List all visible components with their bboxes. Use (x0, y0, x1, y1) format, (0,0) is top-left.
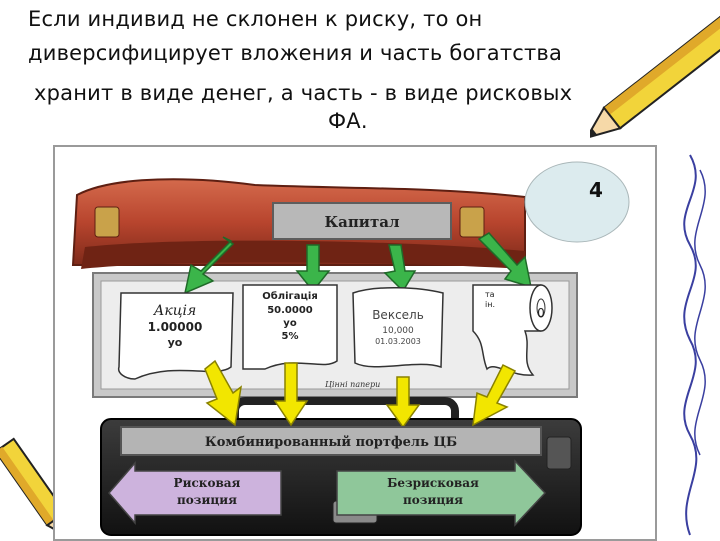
portfolio-label: Комбинированный портфель ЦБ (205, 435, 457, 450)
paper-roll: та ін. 0 (472, 284, 553, 376)
bill-title: Вексель (372, 308, 424, 322)
bond-document: Облігація 50.0000 уо 5% (242, 284, 338, 370)
yellow-arrow (472, 363, 517, 427)
bond-unit: уо (283, 318, 297, 329)
heading-line-3: хранит в виде денег, а часть - в виде ри… (34, 81, 573, 105)
riskless-label-2: позиция (403, 493, 463, 507)
heading-line-1: Если индивид не склонен к риску, то он (28, 7, 483, 31)
risky-label-2: позиция (177, 493, 237, 507)
heading-line-4: ФА. (328, 109, 368, 133)
bond-title: Облігація (262, 290, 317, 302)
portfolio-box (120, 426, 542, 456)
share-unit: уо (168, 336, 183, 349)
green-arrow (295, 244, 331, 293)
share-title: Акція (153, 303, 196, 319)
riskless-label-1: Безрисковая (387, 476, 479, 490)
number-badge (524, 161, 630, 243)
bill-date: 01.03.2003 (375, 337, 421, 346)
green-arrow (383, 244, 417, 293)
decorative-curls (683, 154, 706, 536)
yellow-arrow (273, 362, 309, 427)
roll-text-1: та (485, 290, 495, 299)
bill-document: Вексель 10,000 01.03.2003 (352, 287, 444, 369)
bond-amount: 50.0000 (267, 305, 313, 316)
roll-digit: 0 (537, 306, 545, 320)
green-arrow (477, 232, 532, 289)
securities-caption: Цінні папери (325, 380, 380, 389)
badge-number: 4 (589, 178, 603, 202)
capital-label: Капитал (324, 213, 399, 231)
risky-label-1: Рисковая (174, 476, 241, 490)
risky-position-arrow (108, 460, 282, 526)
roll-text-2: ін. (485, 300, 495, 309)
capital-box (272, 202, 452, 240)
bill-amount: 10,000 (382, 326, 414, 336)
bond-rate: 5% (282, 331, 299, 342)
riskless-position-arrow (336, 459, 547, 527)
yellow-arrow (385, 376, 421, 429)
pencil-icon (590, 6, 720, 140)
yellow-arrow (204, 359, 243, 427)
diagram-frame: 4 Капитал Акція 1.00000 уо Обл (53, 145, 657, 541)
heading-line-2: диверсифицирует вложения и часть богатст… (28, 41, 563, 65)
share-amount: 1.00000 (148, 320, 203, 334)
share-certificate: Акція 1.00000 уо (117, 292, 234, 380)
capital-diagram: 4 Капитал Акція 1.00000 уо Обл (71, 161, 630, 536)
